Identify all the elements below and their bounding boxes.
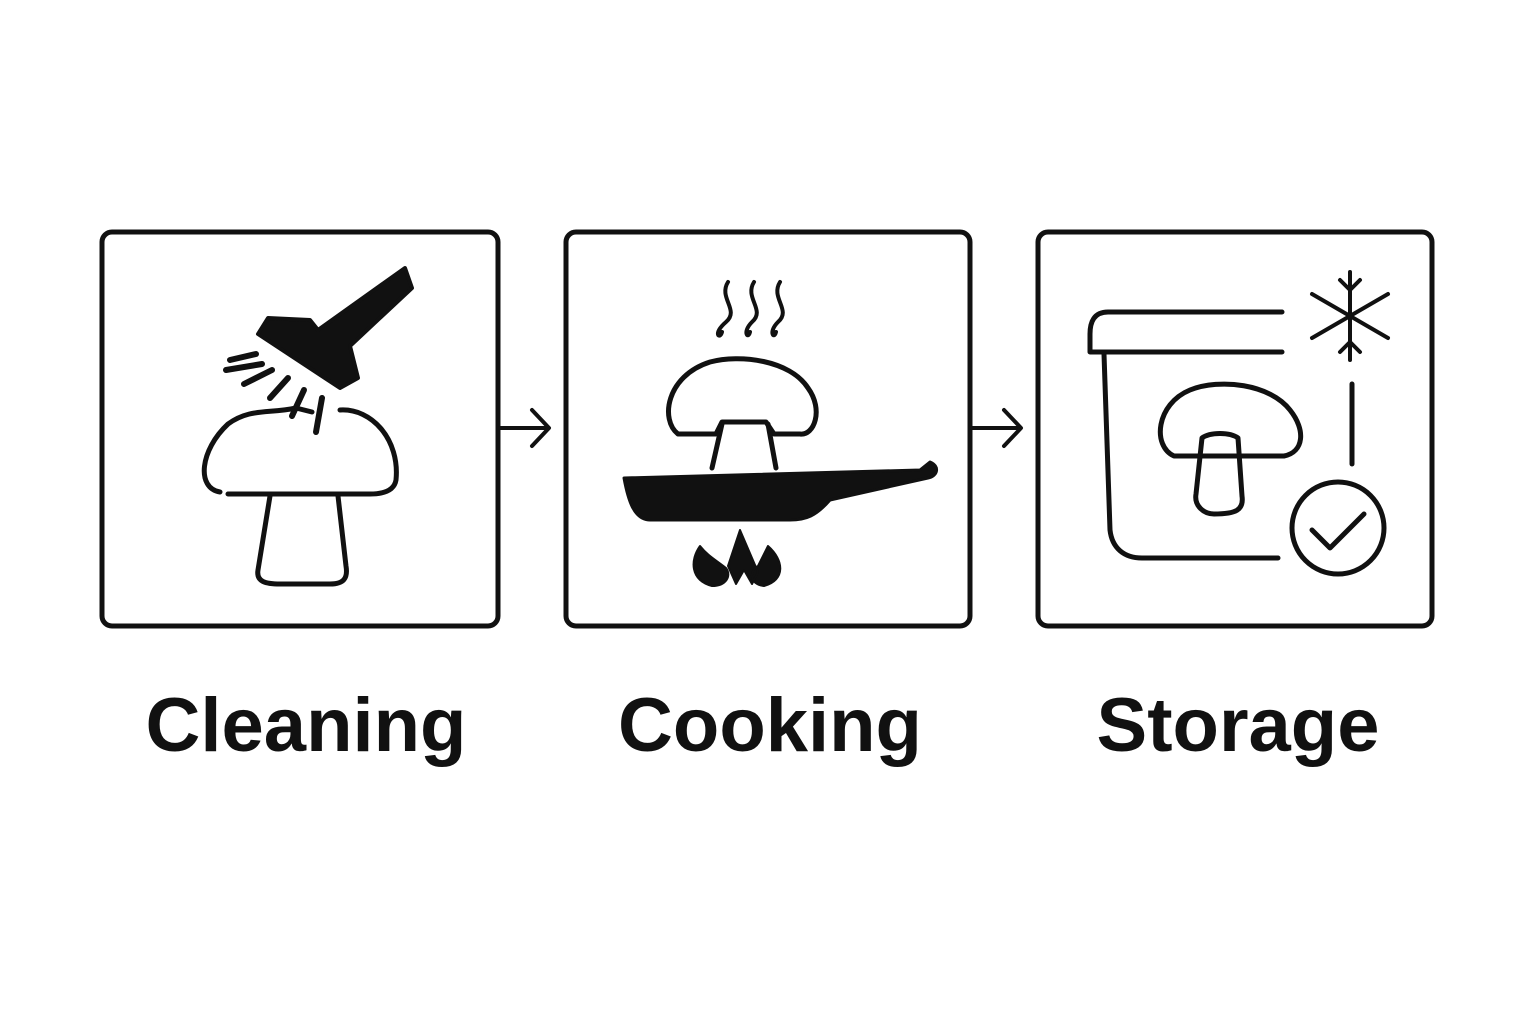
brush-cleaning-mushroom-icon bbox=[201, 266, 414, 587]
step-box-cooking bbox=[563, 229, 973, 629]
arrow-right-icon bbox=[498, 408, 551, 448]
step-label-storage: Storage bbox=[1096, 683, 1380, 768]
step-label-cleaning: Cleaning bbox=[145, 683, 467, 768]
pan-cooking-mushroom-icon bbox=[622, 280, 938, 587]
snowflake-icon bbox=[1310, 270, 1390, 362]
step-box-cleaning bbox=[99, 229, 501, 629]
arrow-right-icon bbox=[970, 408, 1023, 448]
step-label-cooking: Cooking bbox=[618, 683, 922, 768]
check-circle-icon bbox=[1289, 479, 1387, 577]
container-frozen-mushroom-icon bbox=[1087, 270, 1390, 577]
step-box-storage bbox=[1035, 229, 1435, 629]
